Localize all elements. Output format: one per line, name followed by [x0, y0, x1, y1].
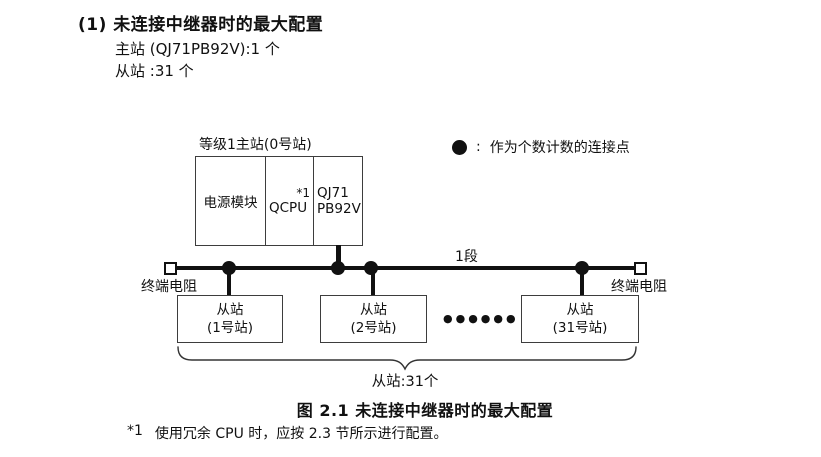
footnote-ref: *1 — [127, 423, 143, 439]
slave2-label-line2: (2号站) — [350, 320, 397, 336]
slave31-label-line2: (31号站) — [552, 320, 608, 336]
slave1-drop-line — [227, 269, 231, 295]
slave-station-31-box: 从站 (31号站) — [521, 295, 639, 343]
brace-count-label: 从站:31个 — [371, 374, 439, 390]
slave-station-1-box: 从站 (1号站) — [177, 295, 283, 343]
slave-count-brace — [177, 346, 637, 371]
slave2-drop-line — [371, 269, 375, 295]
master-drop-line — [336, 245, 341, 267]
power-supply-module-cell: 电源模块 — [196, 157, 266, 245]
master-station-count-text: 主站 (QJ71PB92V):1 个 — [115, 40, 280, 58]
legend-separator: : — [476, 139, 481, 155]
slaves-ellipsis: ●●●●●● — [443, 312, 519, 325]
terminating-resistor-right-icon — [634, 262, 647, 275]
segment-label: 1段 — [455, 249, 478, 265]
qj71-line2: PB92V — [317, 201, 361, 217]
connection-point-dot — [331, 261, 345, 275]
slave31-drop-line — [580, 269, 584, 295]
legend-text: 作为个数计数的连接点 — [489, 140, 630, 156]
connection-point-dot — [364, 261, 378, 275]
footnote-marker: *1 — [296, 185, 310, 200]
terminating-resistor-right-label: 终端电阻 — [611, 279, 667, 295]
slave1-label-line1: 从站 — [216, 302, 244, 318]
connection-point-dot — [575, 261, 589, 275]
terminating-resistor-left-label: 终端电阻 — [141, 279, 197, 295]
qj71-line1: QJ71 — [317, 185, 349, 201]
terminating-resistor-left-icon — [164, 262, 177, 275]
legend: : 作为个数计数的连接点 — [452, 137, 630, 157]
qcpu-cell: *1 QCPU — [266, 157, 314, 245]
slave-station-2-box: 从站 (2号站) — [320, 295, 427, 343]
slave2-label-line1: 从站 — [360, 302, 387, 318]
figure-caption: 图 2.1 未连接中继器时的最大配置 — [296, 401, 554, 420]
slave31-label-line1: 从站 — [566, 302, 594, 318]
footnote: *1 使用冗余 CPU 时，应按 2.3 节所示进行配置。 — [127, 423, 447, 443]
master-station-box: 电源模块 *1 QCPU QJ71 PB92V — [195, 156, 363, 246]
connection-point-dot — [222, 261, 236, 275]
footnote-text: 使用冗余 CPU 时，应按 2.3 节所示进行配置。 — [154, 426, 448, 442]
master-station-label: 等级1主站(0号站) — [199, 137, 312, 153]
section-heading: (1) 未连接中继器时的最大配置 — [78, 15, 324, 35]
qj71pb92v-cell: QJ71 PB92V — [314, 157, 362, 245]
connection-point-icon — [452, 139, 467, 155]
slave1-label-line2: (1号站) — [206, 320, 254, 336]
slave-station-count-text: 从站 :31 个 — [115, 62, 194, 80]
bus-line — [177, 266, 637, 270]
qcpu-label: QCPU — [269, 199, 308, 216]
